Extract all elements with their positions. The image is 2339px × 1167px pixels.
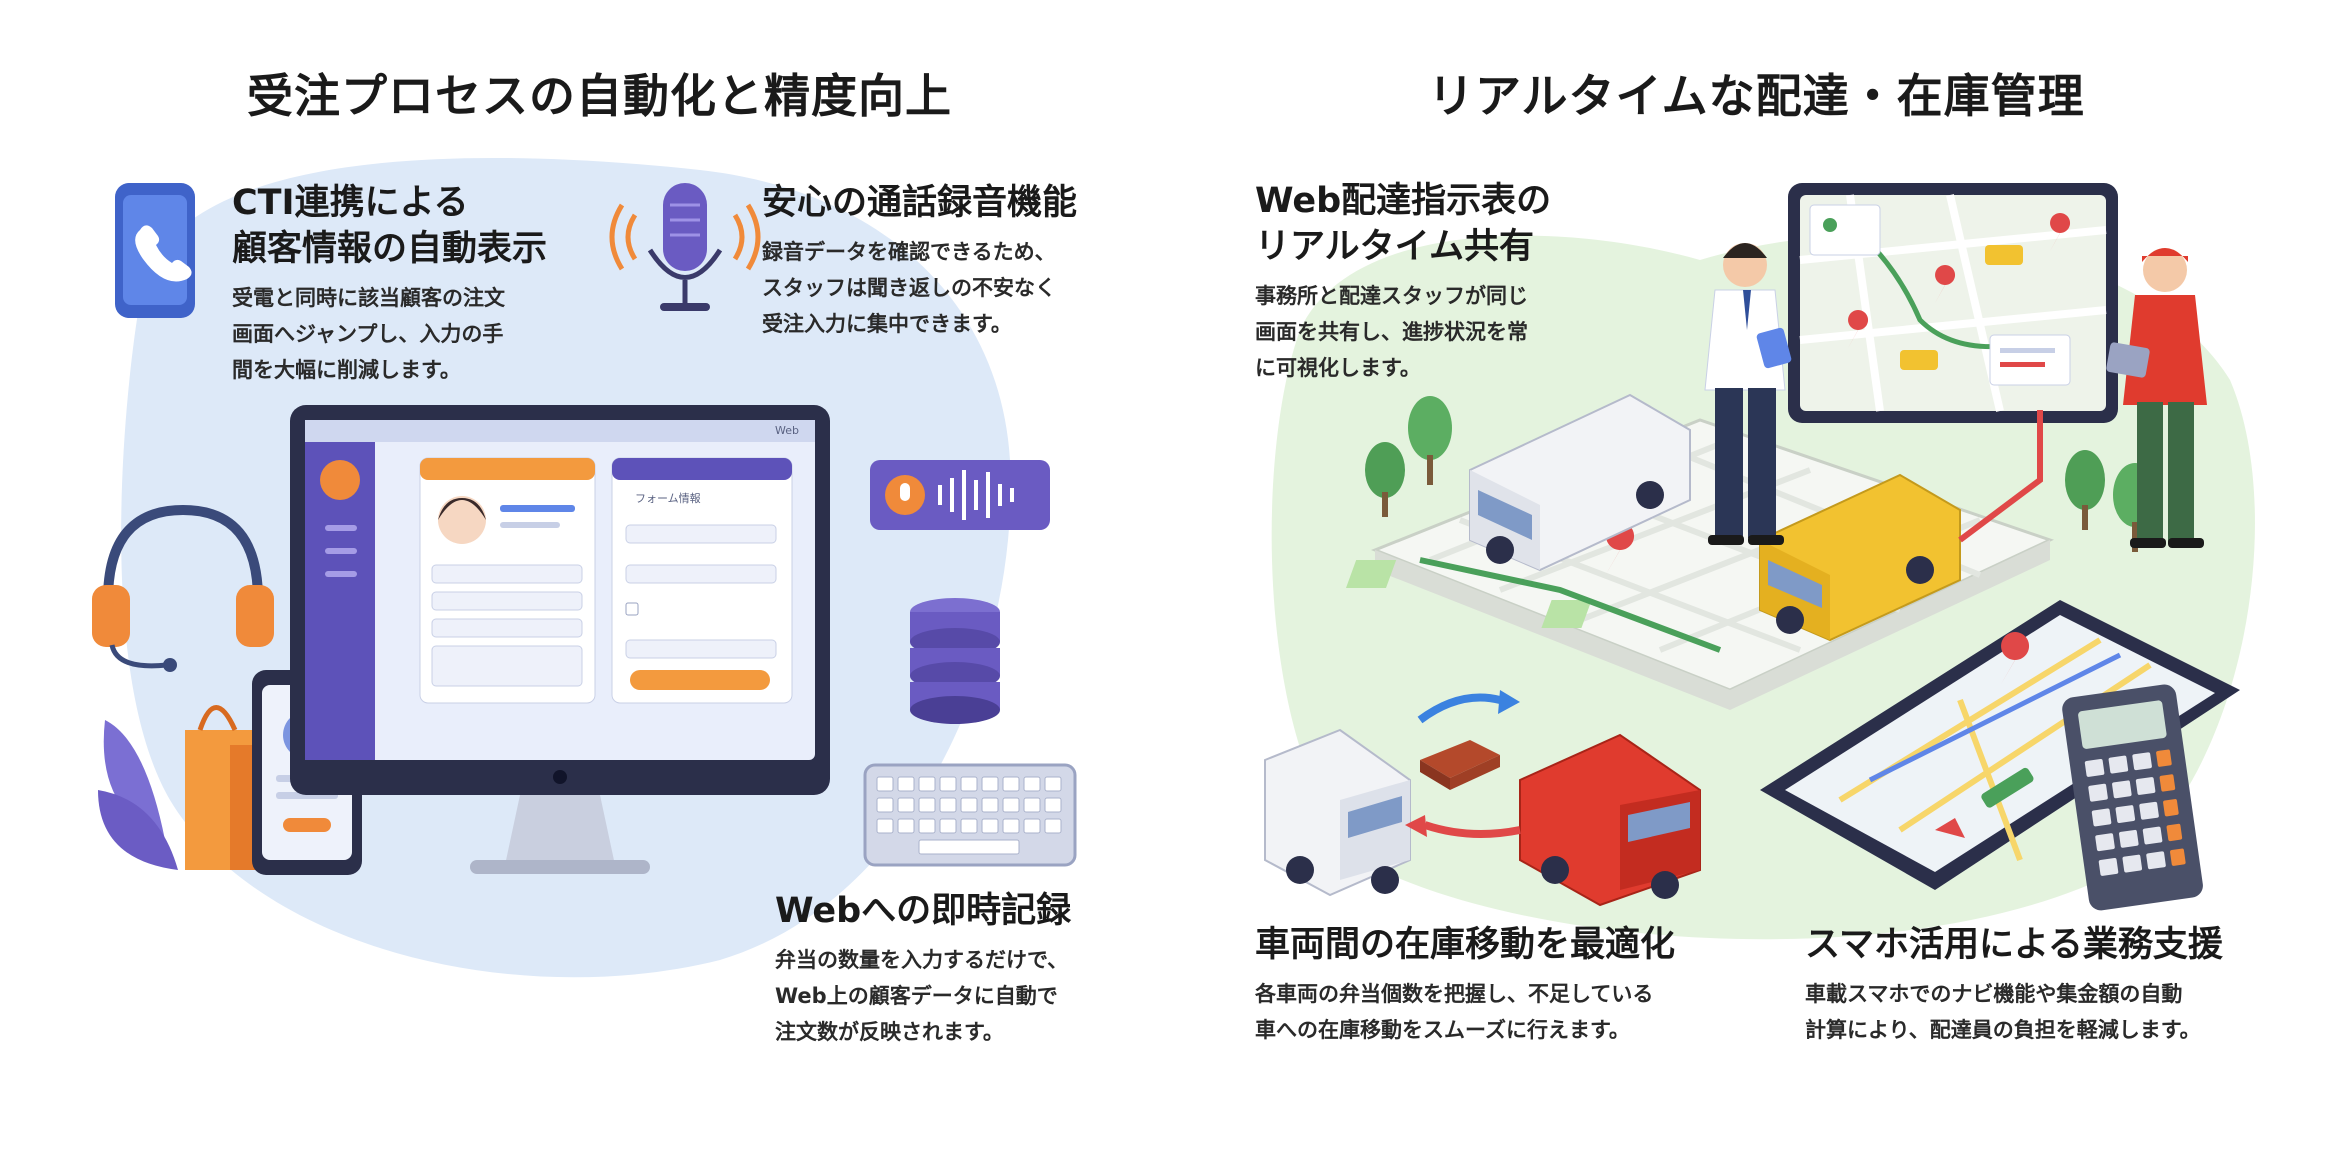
white-van-lower: [1264, 728, 1411, 897]
feature-smartphone-support: スマホ活用による業務支援 車載スマホでのナビ機能や集金額の自動 計算により、配達…: [1805, 922, 2223, 1048]
feature-call-recording: 安心の通話録音機能 録音データを確認できるため、 スタッフは聞き返しの不安なく …: [762, 180, 1077, 342]
desktop-monitor: [290, 405, 830, 874]
smartphone-phone-icon: [115, 183, 195, 318]
database-icon: [910, 598, 1000, 724]
tablet-map-icon: [1788, 183, 2118, 423]
red-van-lower: [1519, 733, 1701, 907]
feature-title: CTI連携による 顧客情報の自動表示: [232, 183, 548, 269]
feature-inventory-transfer: 車両間の在庫移動を最適化 各車両の弁当個数を把握し、不足している 車への在庫移動…: [1255, 922, 1675, 1048]
keyboard-icon: [863, 763, 1077, 867]
feature-description: 弁当の数量を入力するだけで、 Web上の顧客データに自動で 注文数が反映されます…: [775, 948, 1069, 1044]
feature-title: 車両間の在庫移動を最適化: [1255, 925, 1676, 965]
microphone-icon: [609, 183, 761, 311]
feature-title: Web配達指示表の リアルタイム共有: [1255, 181, 1552, 267]
feature-description: 車載スマホでのナビ機能や集金額の自動 計算により、配達員の負担を軽減します。: [1805, 982, 2201, 1042]
feature-description: 事務所と配達スタッフが同じ 画面を共有し、進捗状況を常 に可視化します。: [1255, 284, 1528, 380]
decorative-leaves: [98, 720, 178, 870]
calculator-icon: [2062, 684, 2203, 911]
left-section-heading: 受注プロセスの自動化と精度向上: [247, 69, 952, 123]
feature-title: 安心の通話録音機能: [762, 183, 1078, 223]
feature-web-instant-record: Webへの即時記録 弁当の数量を入力するだけで、 Web上の顧客データに自動で …: [775, 888, 1071, 1050]
monitor-window-label: Web: [775, 424, 799, 437]
transfer-arrows: [1405, 690, 1521, 838]
feature-web-delivery-sheet: Web配達指示表の リアルタイム共有 事務所と配達スタッフが同じ 画面を共有し、…: [1255, 178, 1551, 386]
form-title: フォーム情報: [635, 492, 701, 505]
feature-description: 録音データを確認できるため、 スタッフは聞き返しの不安なく 受注入力に集中できま…: [762, 240, 1056, 336]
bento-box-icon: [1420, 740, 1500, 790]
delivery-van-icon: [1469, 393, 1691, 572]
right-section-heading: リアルタイムな配達・在庫管理: [1428, 69, 2085, 123]
office-staff-figure: [1704, 243, 1792, 545]
feature-description: 受電と同時に該当顧客の注文 画面へジャンプし、入力の手 間を大幅に削減します。: [232, 286, 505, 382]
feature-description: 各車両の弁当個数を把握し、不足している 車への在庫移動をスムーズに行えます。: [1255, 982, 1654, 1042]
feature-cti-integration: CTI連携による 顧客情報の自動表示 受電と同時に該当顧客の注文 画面へジャンプ…: [232, 180, 547, 388]
delivery-staff-figure: [1958, 248, 2207, 548]
yellow-van-icon: [1759, 473, 1961, 642]
feature-title: スマホ活用による業務支援: [1805, 925, 2223, 965]
headset-icon: [92, 504, 274, 672]
feature-title: Webへの即時記録: [775, 891, 1072, 931]
audio-wave-icon: [870, 460, 1050, 530]
